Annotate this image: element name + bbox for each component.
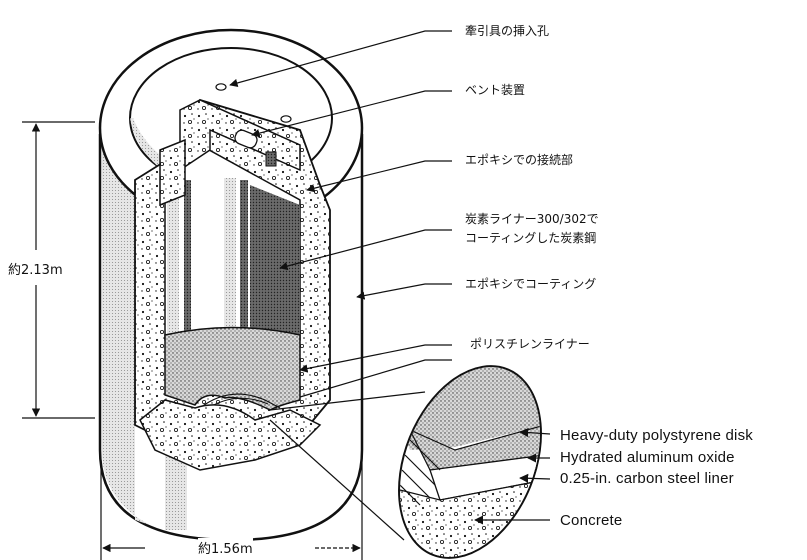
- label-carbon-steel-line2: コーティングした炭素鋼: [465, 231, 597, 245]
- detail-leaders: [474, 428, 551, 525]
- label-epoxy-joint: エポキシでの接続部: [465, 153, 574, 167]
- floor-concrete: [139, 399, 322, 471]
- diameter-dimension: [100, 460, 363, 560]
- label-concrete: Concrete: [560, 512, 623, 529]
- label-vent: ベント装置: [465, 83, 526, 97]
- diameter-dimension-label: 約1.56m: [198, 538, 253, 557]
- lid-section: [159, 99, 301, 207]
- polystyrene-fill: [164, 326, 301, 411]
- callout-leaders: [229, 30, 452, 398]
- label-polystyrene-disk: Heavy-duty polystyrene disk: [560, 427, 753, 444]
- label-carbon-steel-line1: 炭素ライナー300/302で: [465, 212, 599, 226]
- lifting-hole-icon: [215, 83, 227, 91]
- label-epoxy-coating: エポキシでコーティング: [465, 277, 597, 291]
- label-polystyrene-liner: ポリスチレンライナー: [470, 337, 590, 351]
- height-dimension: [22, 121, 95, 419]
- label-lifting-hole: 牽引具の挿入孔: [465, 24, 550, 38]
- height-dimension-label: 約2.13m: [8, 259, 63, 278]
- label-steel-liner: 0.25-in. carbon steel liner: [560, 470, 734, 487]
- inner-steel-liner: [164, 144, 301, 341]
- label-aluminum-oxide: Hydrated aluminum oxide: [560, 449, 735, 466]
